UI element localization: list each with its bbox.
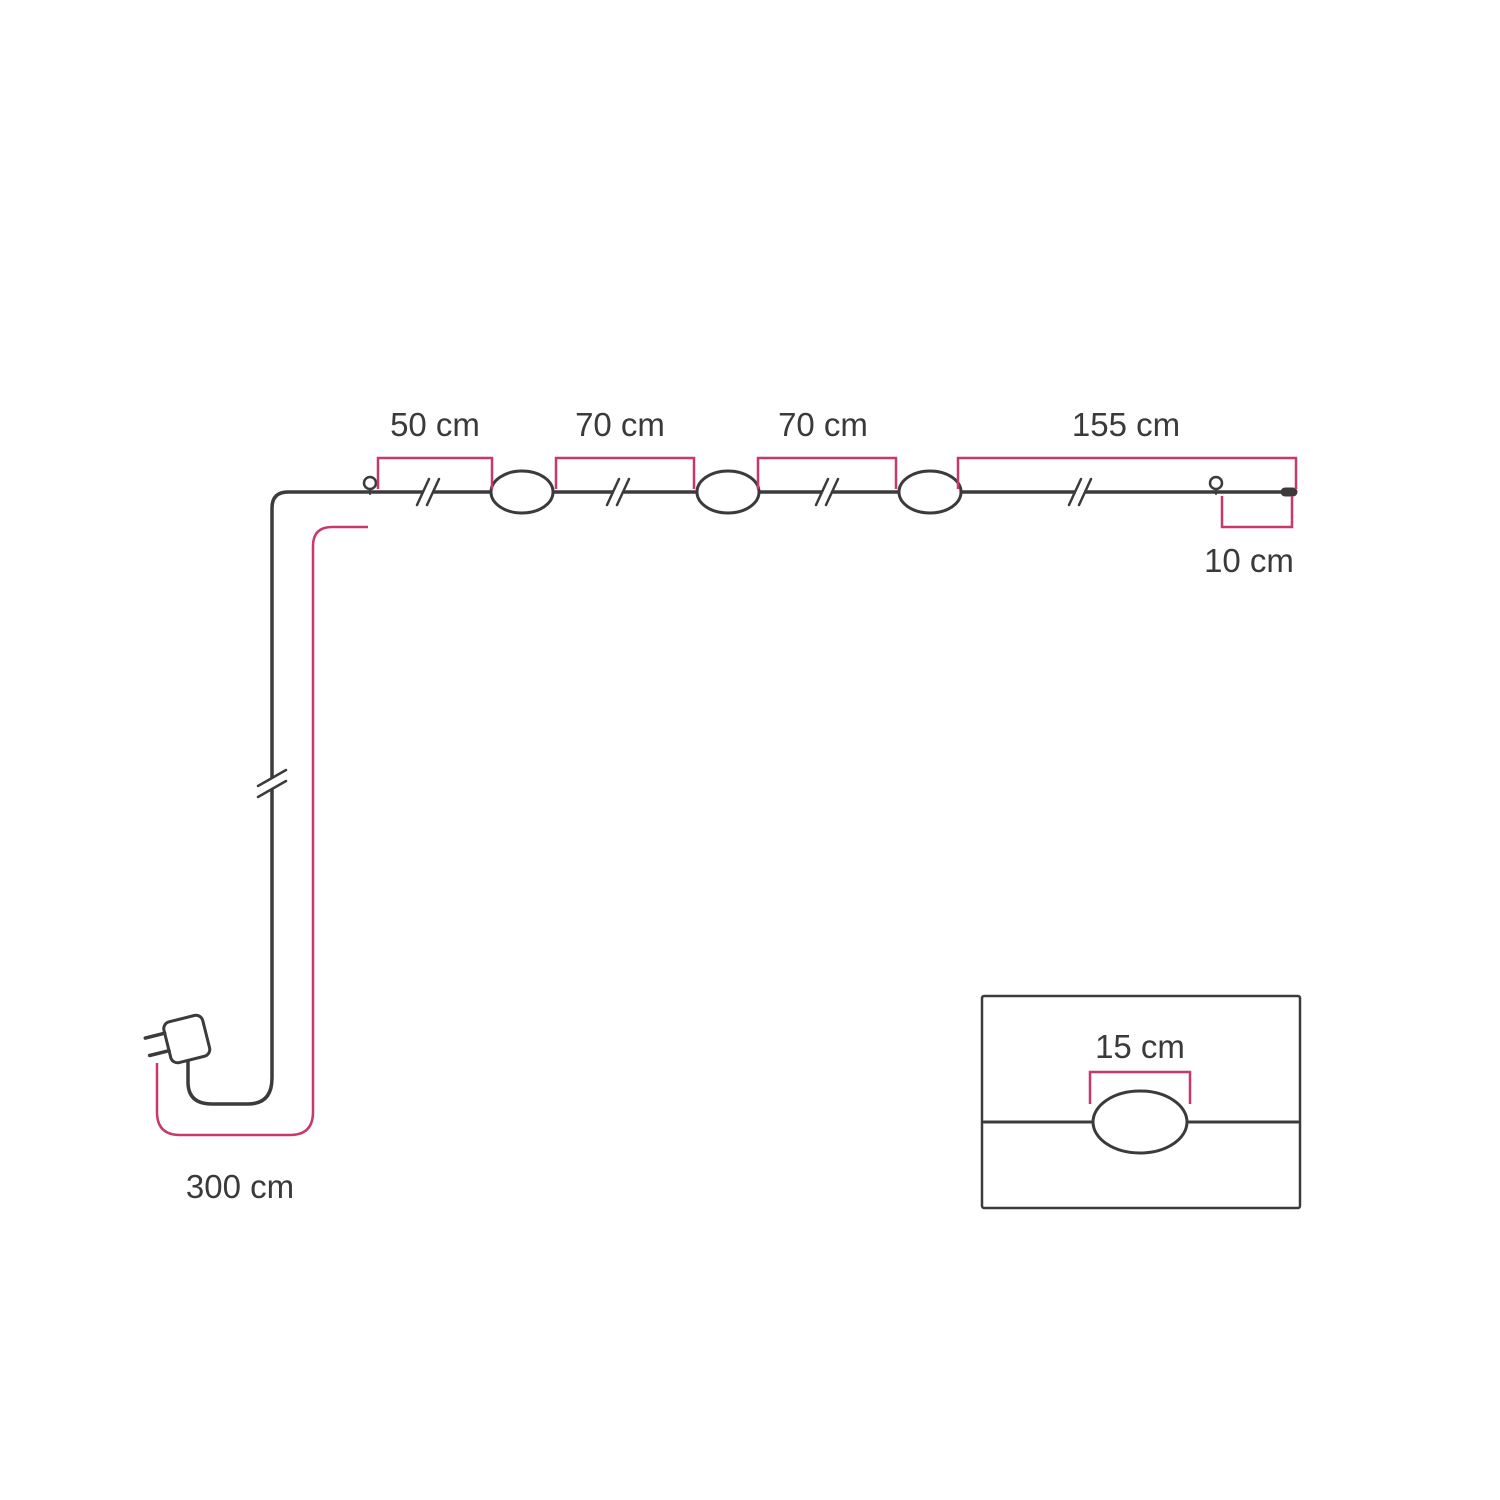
dimension-label-70cm-2: 70 cm (778, 406, 868, 443)
dim-bracket-50cm (376, 456, 494, 489)
dim-bracket-155cm (956, 456, 1298, 489)
dimension-label-70cm-1: 70 cm (575, 406, 665, 443)
dimension-label-15cm: 15 cm (1095, 1028, 1185, 1065)
dimension-label-50cm: 50 cm (390, 406, 480, 443)
dim-bracket-70cm-2 (756, 456, 898, 489)
cable-break-icon-2 (605, 477, 631, 507)
dim-bracket-10cm (1220, 496, 1294, 529)
dim-path-300cm (155, 525, 368, 1137)
dimension-label-155cm: 155 cm (1071, 406, 1181, 443)
dimension-label-10cm: 10 cm (1204, 542, 1294, 579)
detail-inset (980, 994, 1302, 1210)
cable-group (143, 469, 1302, 1210)
cable-break-icon-vertical (256, 768, 288, 799)
plug-icon (143, 1013, 212, 1065)
cable-break-icon-4 (1067, 477, 1093, 507)
lampholder-1 (489, 469, 555, 515)
cable-break-icon-1 (415, 477, 441, 507)
dim-bracket-70cm-1 (554, 456, 696, 489)
dimension-group (155, 456, 1298, 1137)
cable-path (186, 490, 1296, 1106)
detail-lampholder (1091, 1089, 1189, 1155)
dimension-label-300cm: 300 cm (185, 1168, 295, 1205)
dim-bracket-15cm (1088, 1070, 1192, 1104)
hook-icon-2 (1208, 475, 1224, 495)
lampholder-2 (695, 469, 761, 515)
hook-icon-1 (362, 475, 378, 495)
lampholder-3 (897, 469, 963, 515)
cable-break-icon-3 (814, 477, 840, 507)
